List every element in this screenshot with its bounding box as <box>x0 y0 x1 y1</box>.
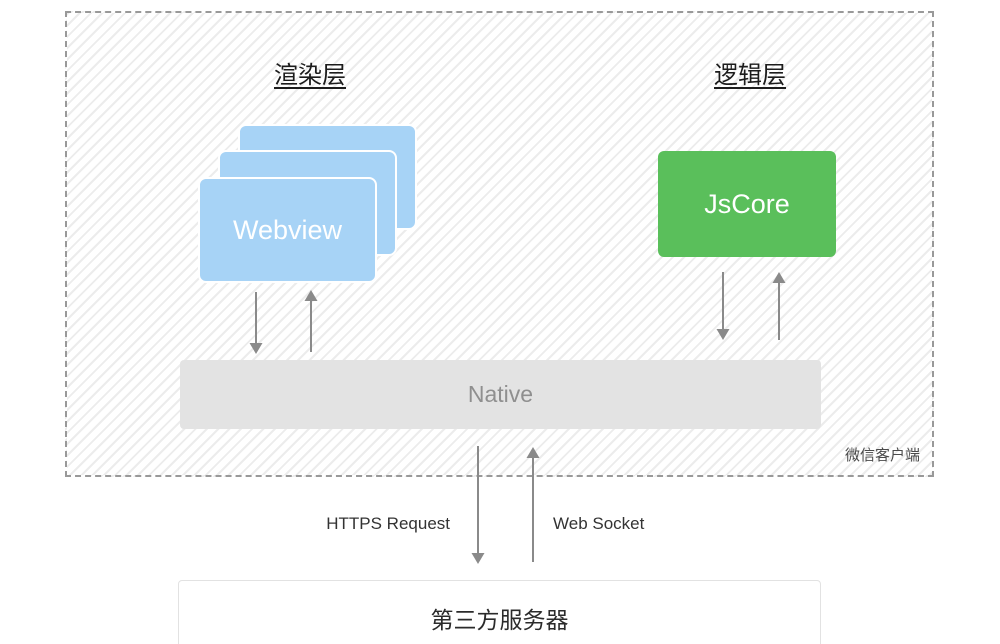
https-request-label: HTTPS Request <box>326 514 450 533</box>
jscore-box: JsCore <box>658 151 836 257</box>
jscore-label: JsCore <box>704 188 790 219</box>
native-label: Native <box>467 381 534 407</box>
wechat-client-container: 渲染层 逻辑层 Webview JsCore Native 微信客户端 <box>65 11 934 477</box>
webview-label: Webview <box>232 214 343 245</box>
third-party-server-label: 第三方服务器 <box>430 607 569 633</box>
logic-layer-title: 逻辑层 <box>714 62 786 89</box>
web-socket-label: Web Socket <box>553 514 645 533</box>
webview-card-front: Webview <box>198 177 377 283</box>
render-layer-title: 渲染层 <box>274 62 346 89</box>
native-bar: Native <box>180 360 821 429</box>
wechat-client-label: 微信客户端 <box>844 447 920 464</box>
third-party-server-box: 第三方服务器 <box>178 580 821 644</box>
